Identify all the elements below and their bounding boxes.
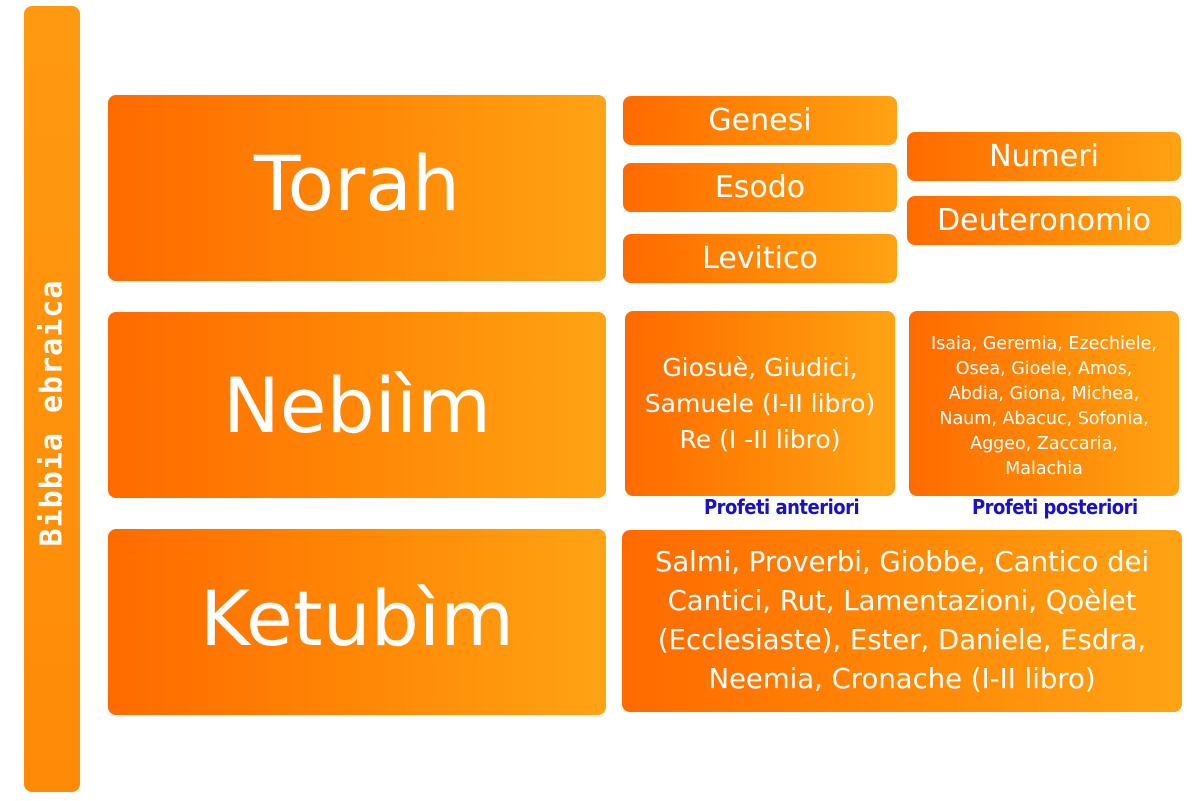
ketubim-box: Ketubìm (108, 529, 606, 715)
torah-box: Torah (108, 95, 606, 281)
book-genesi: Genesi (623, 96, 897, 145)
caption-profeti-posteriori: Profeti posteriori (972, 495, 1138, 519)
spine-label: Bibbia ebraica (34, 279, 70, 547)
nebiim-title: Nebiìm (222, 360, 492, 450)
profeti-anteriori-box: Giosuè, Giudici, Samuele (I-II libro) Re… (625, 311, 895, 496)
torah-title: Torah (254, 138, 460, 228)
book-esodo: Esodo (623, 163, 897, 212)
caption-profeti-anteriori: Profeti anteriori (704, 495, 860, 519)
spine-bar (24, 6, 80, 792)
profeti-posteriori-box: Isaia, Geremia, Ezechiele, Osea, Gioele,… (909, 311, 1179, 496)
nebiim-box: Nebiìm (108, 312, 606, 498)
book-deuteronomio: Deuteronomio (907, 196, 1181, 245)
book-numeri: Numeri (907, 132, 1181, 181)
ketubim-books-box: Salmi, Proverbi, Giobbe, Cantico dei Can… (622, 530, 1182, 712)
book-levitico: Levitico (623, 234, 897, 283)
ketubim-title: Ketubìm (199, 573, 515, 663)
